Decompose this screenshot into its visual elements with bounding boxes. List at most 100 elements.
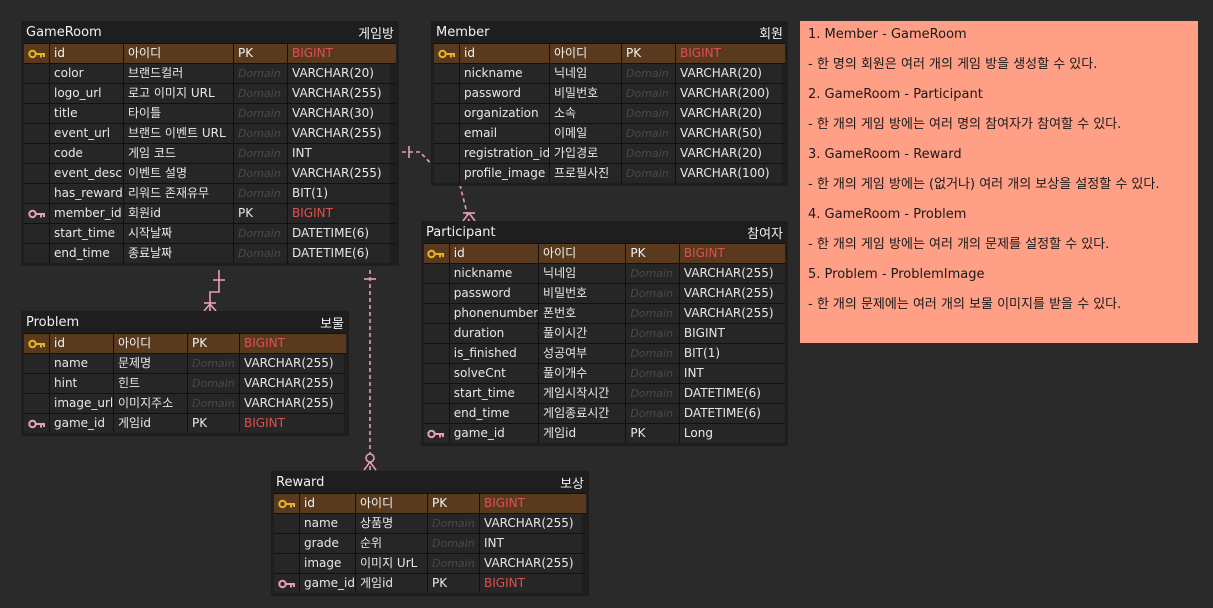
column-name: member_id	[50, 204, 124, 223]
column-type: VARCHAR(255)	[679, 264, 786, 283]
column-domain: Domain	[626, 344, 680, 363]
column-label: 폰번호	[539, 304, 627, 323]
column-type: VARCHAR(100)	[676, 164, 782, 183]
column-type: VARCHAR(20)	[676, 64, 782, 83]
column-name: registration_id	[460, 144, 550, 163]
primary-key-icon	[434, 44, 460, 63]
note-line: 5. Problem - ProblemImage	[808, 267, 985, 282]
column-key-icon	[274, 534, 300, 553]
column-name: event_url	[50, 124, 124, 143]
column-key-icon	[434, 124, 460, 143]
column-name: solveCnt	[449, 364, 540, 383]
column-name: logo_url	[50, 84, 124, 103]
column-key-icon	[24, 374, 50, 393]
column-label: 종료날짜	[124, 244, 234, 263]
column-domain: Domain	[428, 514, 480, 533]
column-key-icon	[24, 84, 50, 103]
column-type: VARCHAR(200)	[676, 84, 782, 103]
table-title: Member	[436, 24, 490, 40]
column-domain: PK	[626, 424, 680, 443]
column-key-icon	[434, 84, 460, 103]
column-type: VARCHAR(255)	[480, 554, 582, 573]
note-line: - 한 개의 게임 방에는 여러 명의 참여자가 참여할 수 있다.	[808, 117, 1122, 132]
column-name: organization	[460, 104, 550, 123]
column-domain: Domain	[626, 264, 680, 283]
column-label: 소속	[550, 104, 622, 123]
column-label: 힌트	[114, 374, 188, 393]
column-name: event_desc	[50, 164, 124, 183]
column-domain: Domain	[622, 124, 676, 143]
foreign-key-icon	[24, 414, 50, 433]
column-name: game_id	[449, 424, 540, 443]
column-type: BIGINT	[288, 44, 390, 63]
column-type: VARCHAR(20)	[676, 104, 782, 123]
column-type: INT	[480, 534, 582, 553]
column-type: DATETIME(6)	[288, 224, 390, 243]
column-label: 아이디	[539, 244, 627, 263]
column-type: BIGINT	[676, 44, 782, 63]
column-label: 이벤트 설명	[124, 164, 234, 183]
column-name: password	[449, 284, 540, 303]
column-type: VARCHAR(255)	[240, 374, 344, 393]
column-type: BIT(1)	[288, 184, 390, 203]
column-name: is_finished	[449, 344, 540, 363]
column-name: start_time	[449, 384, 540, 403]
column-label: 닉네임	[539, 264, 627, 283]
column-name: start_time	[50, 224, 124, 243]
column-name: image	[300, 554, 356, 573]
column-label: 상품명	[356, 514, 428, 533]
column-domain: PK	[188, 414, 240, 433]
column-label: 시작날짜	[124, 224, 234, 243]
column-domain: Domain	[234, 144, 288, 163]
column-key-icon	[434, 64, 460, 83]
column-domain: Domain	[188, 374, 240, 393]
column-name: name	[50, 354, 114, 373]
column-key-icon	[24, 184, 50, 203]
primary-key-icon	[274, 494, 300, 513]
